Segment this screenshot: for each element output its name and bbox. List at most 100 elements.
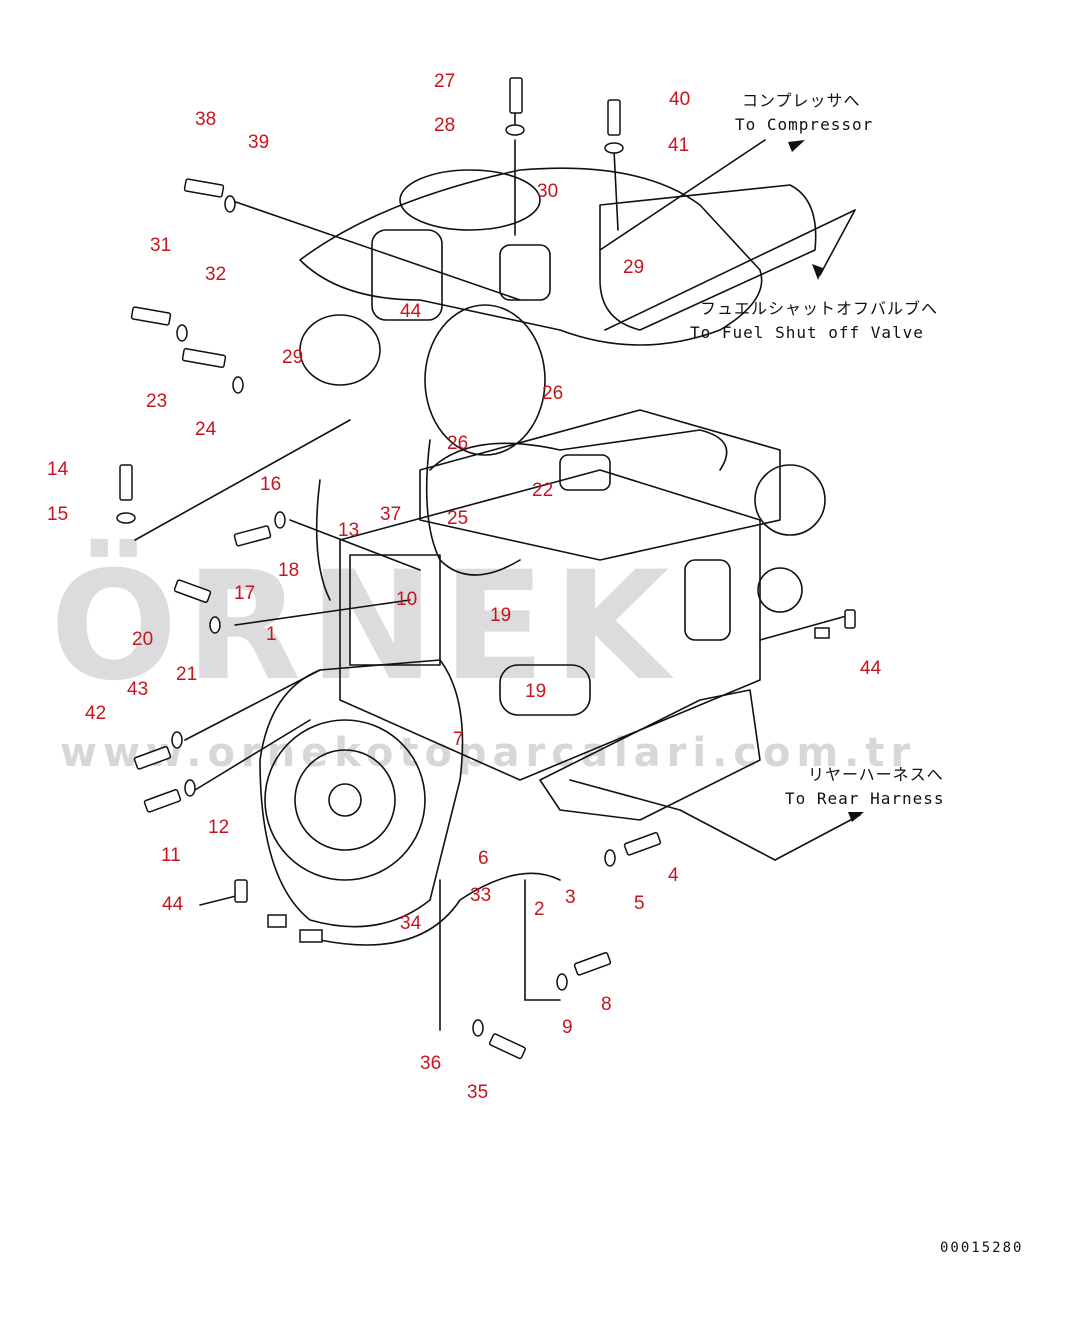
washer-41	[604, 142, 624, 154]
callout-17: 17	[234, 583, 256, 604]
callout-30: 30	[537, 181, 559, 202]
alternator	[754, 464, 826, 536]
callout-44-top: 44	[400, 301, 422, 322]
callout-7: 7	[453, 729, 464, 750]
note-fuel-jp: フュエルシャットオフバルブへ	[700, 299, 939, 318]
callout-19-top: 19	[490, 605, 512, 626]
connector-44a	[267, 914, 287, 928]
callout-44-left: 44	[162, 894, 184, 915]
callout-41: 41	[668, 135, 690, 156]
callout-18: 18	[278, 560, 300, 581]
inlet-pipe	[299, 314, 381, 386]
callout-39: 39	[248, 132, 270, 153]
callout-8: 8	[601, 994, 612, 1015]
callout-2: 2	[534, 899, 545, 920]
bolt-40	[607, 99, 621, 136]
washer-24	[232, 376, 244, 394]
bolt-20	[173, 579, 212, 603]
washer-21	[209, 616, 221, 634]
bolt-23	[181, 348, 227, 368]
callout-22: 22	[532, 480, 554, 501]
bolt-17	[233, 525, 272, 547]
intake-elbow	[499, 244, 551, 301]
callout-44-right: 44	[860, 658, 882, 679]
callout-1: 1	[266, 624, 277, 645]
note-compressor-en: To Compressor	[735, 115, 874, 134]
washer-43	[171, 731, 183, 749]
connector-44c	[814, 627, 830, 639]
callout-20: 20	[132, 629, 154, 650]
bolt-38	[183, 178, 225, 198]
bolt-27	[509, 77, 523, 114]
arrow-compressor	[788, 140, 805, 152]
bolt-42	[133, 746, 172, 770]
watermark-brand: ÖRNEK	[50, 540, 678, 714]
air-duct	[371, 229, 443, 321]
washer-9	[556, 973, 568, 991]
callout-24: 24	[195, 419, 217, 440]
callout-15: 15	[47, 504, 69, 525]
flywheel-housing	[259, 659, 464, 928]
callout-6: 6	[478, 848, 489, 869]
washer-39	[224, 195, 236, 213]
callout-37: 37	[380, 504, 402, 525]
callout-9: 9	[562, 1017, 573, 1038]
oil-pan	[539, 689, 761, 821]
callout-35: 35	[467, 1082, 489, 1103]
callout-43: 43	[127, 679, 149, 700]
washer-28	[505, 124, 525, 136]
callout-40: 40	[669, 89, 691, 110]
bolt-35	[488, 1033, 526, 1060]
callout-13: 13	[338, 520, 360, 541]
bolt-31	[130, 306, 172, 326]
bolt-11	[143, 789, 182, 813]
note-rear-jp: リヤーハーネスへ	[808, 765, 944, 784]
callout-4: 4	[668, 865, 679, 886]
callout-29-top: 29	[623, 257, 645, 278]
bolt-8	[573, 952, 612, 976]
pulley	[757, 567, 803, 613]
note-compressor-jp: コンプレッサへ	[742, 91, 861, 110]
callout-31: 31	[150, 235, 172, 256]
sensor-44a	[234, 879, 248, 903]
callout-29-left: 29	[282, 347, 304, 368]
cylinder-head	[419, 409, 781, 561]
watermark-url: www.ornekotoparcalari.com.tr	[60, 730, 917, 776]
sensor-44b	[844, 609, 856, 629]
callout-28: 28	[434, 115, 456, 136]
muffler	[599, 184, 817, 331]
washer-18	[274, 511, 286, 529]
air-cleaner-cap	[399, 169, 541, 231]
callout-33: 33	[470, 885, 492, 906]
callout-11: 11	[161, 845, 181, 866]
note-fuel-en: To Fuel Shut off Valve	[690, 323, 924, 342]
washer-32	[176, 324, 188, 342]
charge-pipe	[429, 429, 728, 471]
arrow-rear	[848, 812, 864, 822]
callout-32: 32	[205, 264, 227, 285]
callout-12: 12	[208, 817, 230, 838]
callout-23: 23	[146, 391, 168, 412]
callout-5: 5	[634, 893, 645, 914]
washer-12	[184, 779, 196, 797]
callout-27: 27	[434, 71, 456, 92]
document-number: 00015280	[940, 1240, 1024, 1256]
starter-motor	[499, 664, 591, 716]
callout-19-bottom: 19	[525, 681, 547, 702]
flywheel	[264, 719, 426, 881]
callout-14: 14	[47, 459, 69, 480]
callout-36: 36	[420, 1053, 442, 1074]
bolt-14	[119, 464, 133, 501]
callout-34: 34	[400, 913, 422, 934]
hose-clamp	[559, 454, 611, 491]
arrow-fuel	[812, 264, 823, 280]
precleaner	[424, 304, 546, 456]
washer-5	[604, 849, 616, 867]
engine-block	[339, 469, 761, 781]
callout-42: 42	[85, 703, 107, 724]
callout-26-mid: 26	[447, 433, 469, 454]
callout-26-right: 26	[542, 383, 564, 404]
ecm-box	[349, 554, 441, 666]
